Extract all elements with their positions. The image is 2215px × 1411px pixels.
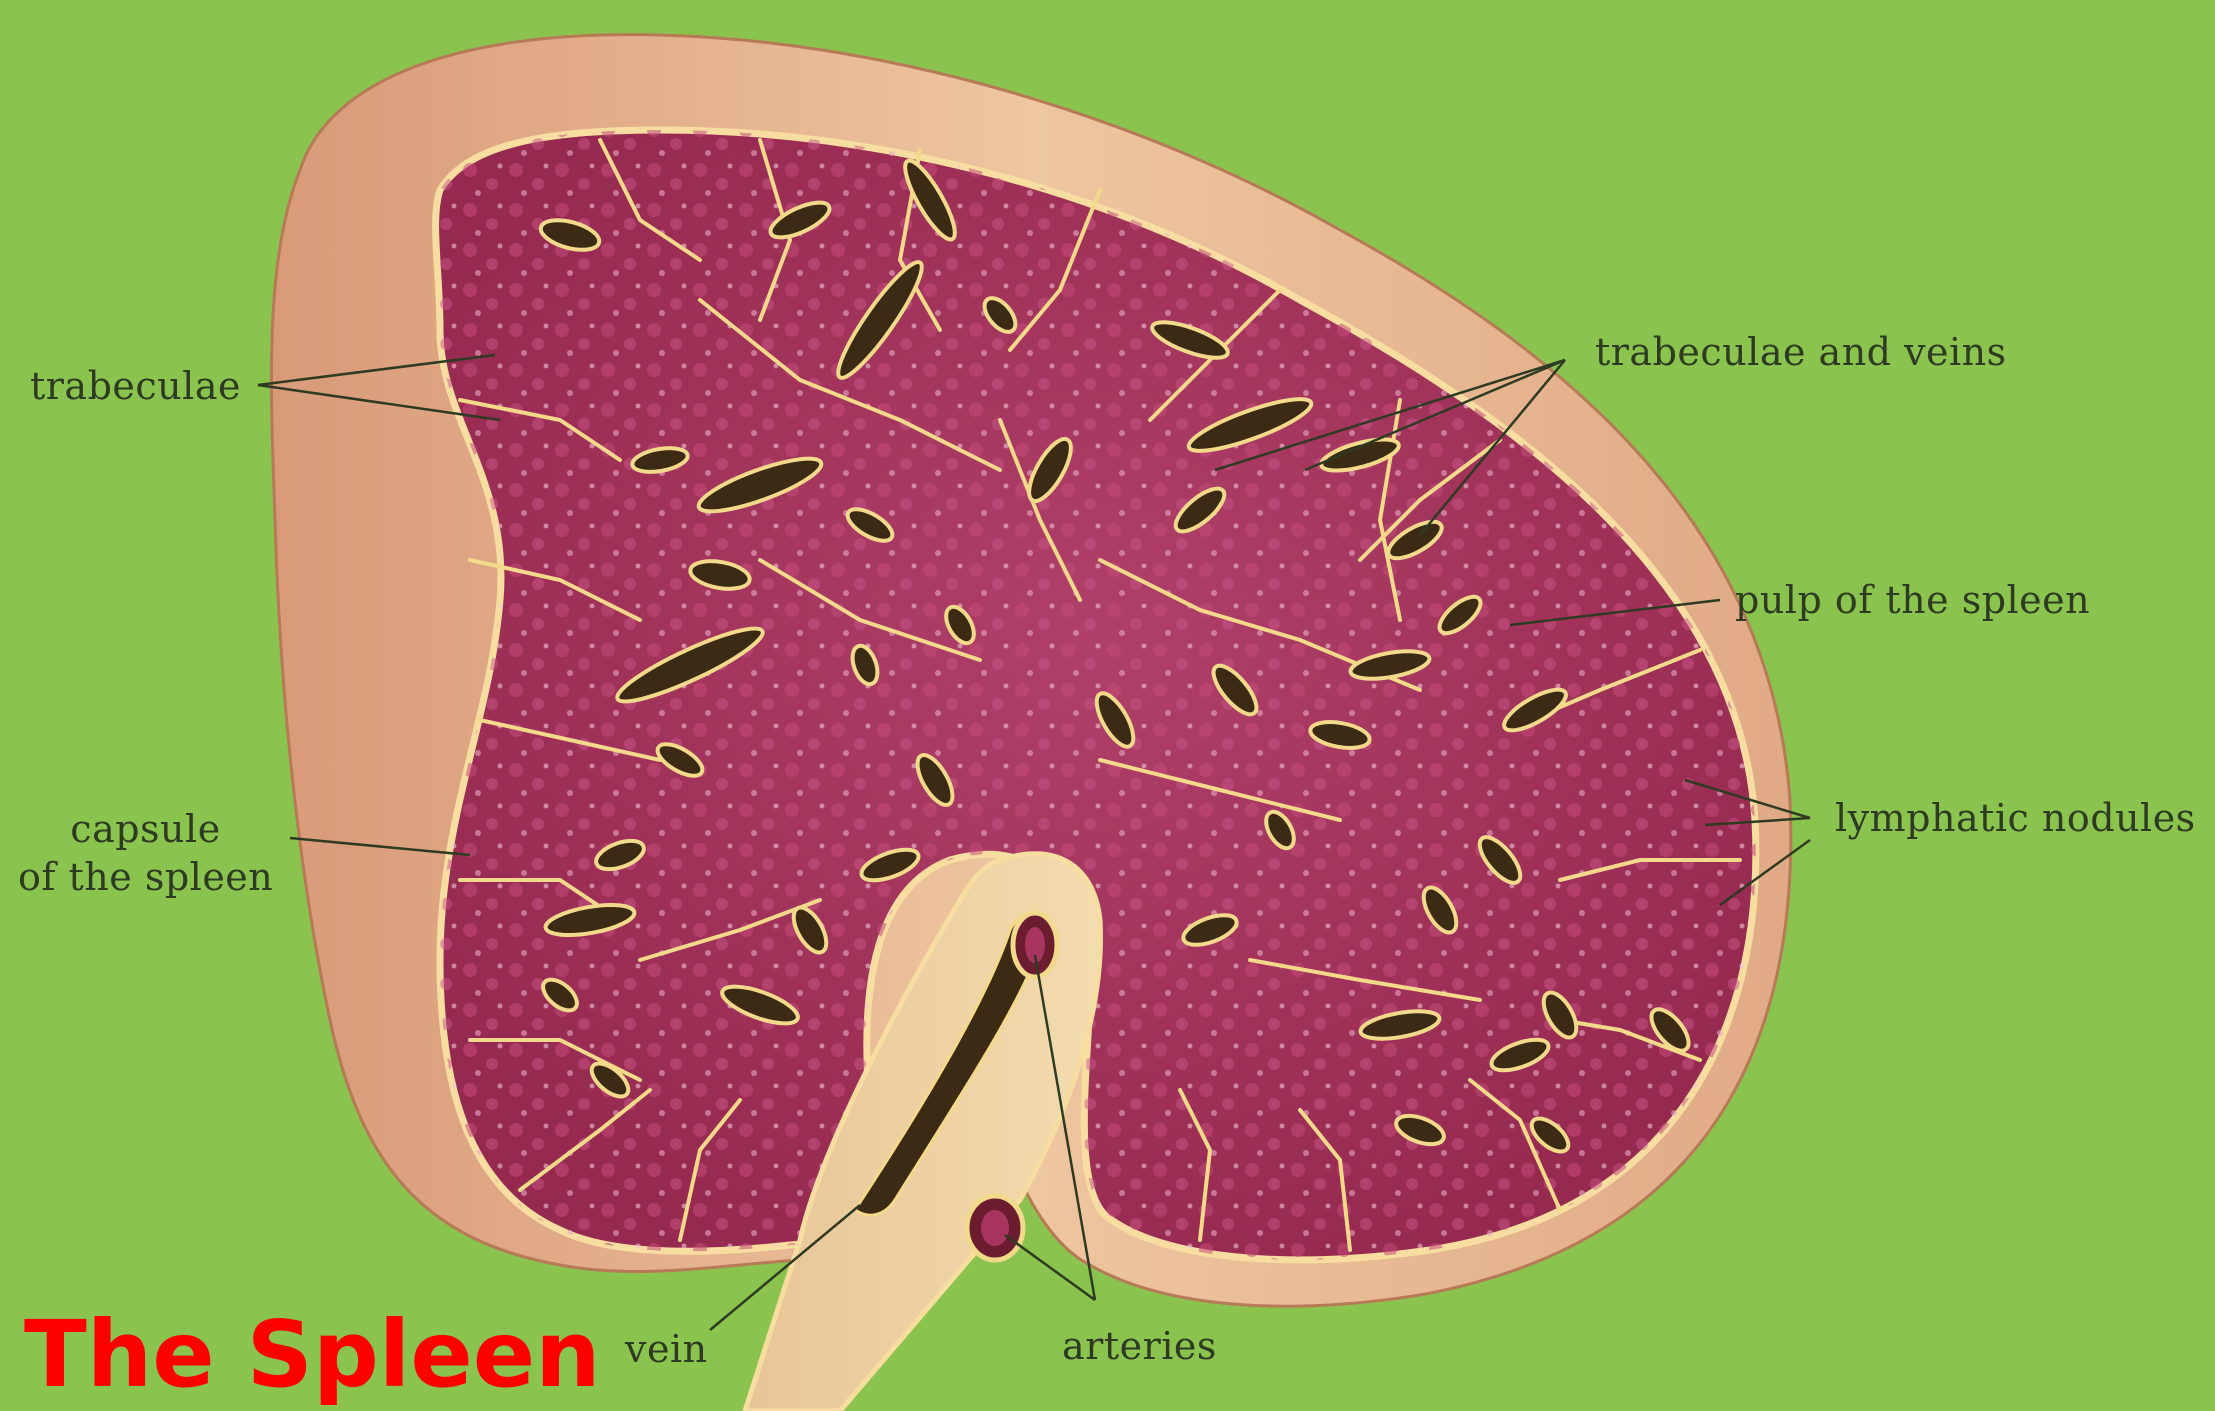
label-trabeculae-and-veins: trabeculae and veins xyxy=(1595,328,2007,376)
label-vein: vein xyxy=(625,1325,708,1373)
label-pulp-of-the-spleen: pulp of the spleen xyxy=(1735,576,2090,624)
label-capsule-line1: capsule xyxy=(18,805,273,853)
label-arteries: arteries xyxy=(1062,1322,1217,1370)
page-title: The Spleen xyxy=(24,1300,601,1410)
label-lymphatic-nodules: lymphatic nodules xyxy=(1835,794,2196,842)
label-capsule: capsule of the spleen xyxy=(18,805,273,901)
label-capsule-line2: of the spleen xyxy=(18,853,273,901)
label-trabeculae: trabeculae xyxy=(30,362,241,410)
